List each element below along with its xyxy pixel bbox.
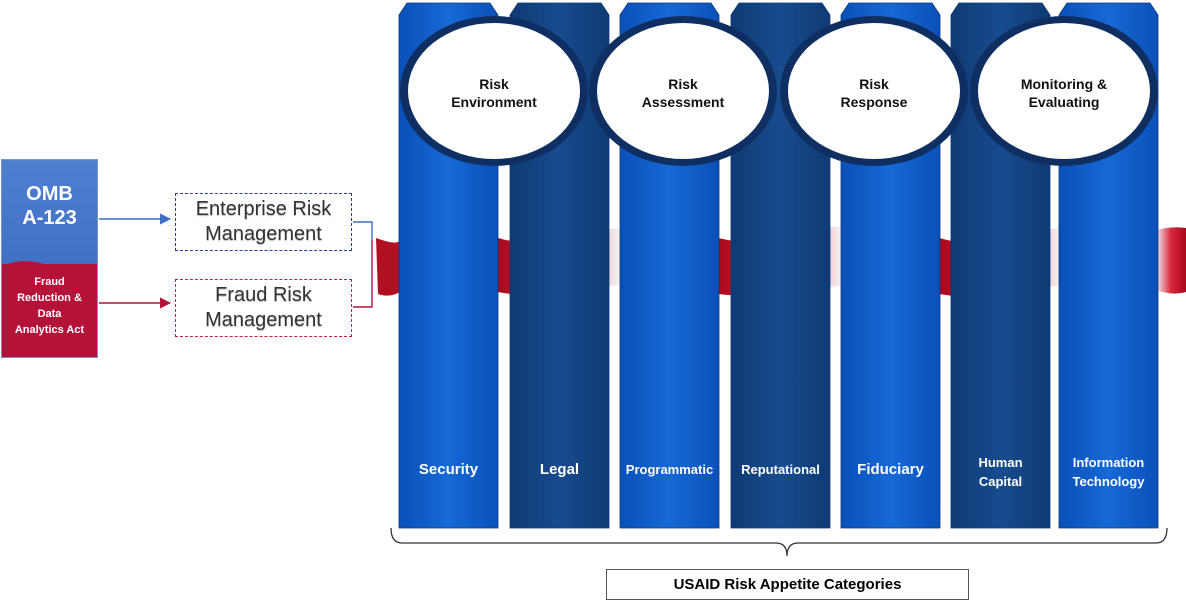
ribbon-segment xyxy=(1156,227,1186,294)
category-label: Legal xyxy=(540,461,579,478)
phase-label: Environment xyxy=(451,94,537,110)
category-label: Capital xyxy=(979,474,1022,489)
act-line: Data xyxy=(37,308,62,320)
phase-label: Risk xyxy=(479,76,509,92)
category-label: Reputational xyxy=(741,462,820,477)
fraud-act-label: Fraud Reduction & Data Analytics Act xyxy=(2,274,97,338)
category-label: Fiduciary xyxy=(857,461,924,478)
phase-label: Risk xyxy=(859,76,889,92)
category-label: Programmatic xyxy=(626,462,713,477)
wave-divider xyxy=(2,261,97,278)
fraud-act-panel xyxy=(2,264,97,357)
omb-panel xyxy=(2,160,97,278)
phase-label: Risk xyxy=(668,76,698,92)
erm-box: Enterprise Risk Management xyxy=(175,193,352,251)
frm-line: Management xyxy=(205,309,322,331)
frm-connector xyxy=(353,240,373,308)
erm-line: Management xyxy=(205,223,322,245)
category-label: Technology xyxy=(1073,474,1146,489)
act-line: Fraud xyxy=(34,276,65,288)
omb-line: OMB xyxy=(26,183,73,205)
omb-label: OMB A-123 xyxy=(2,182,97,230)
erm-line: Enterprise Risk xyxy=(195,198,332,220)
category-label: Human xyxy=(978,455,1022,470)
category-label: Security xyxy=(419,461,479,478)
source-box: OMB A-123 Fraud Reduction & Data Analyti… xyxy=(1,159,98,358)
phase-label: Response xyxy=(841,94,908,110)
omb-line: A-123 xyxy=(22,207,77,229)
frm-line: Fraud Risk xyxy=(215,284,312,306)
erm-connector xyxy=(353,221,373,240)
act-line: Reduction & xyxy=(17,292,82,304)
phase-label: Assessment xyxy=(642,94,725,110)
ribbon-segment xyxy=(376,238,400,296)
phase-ellipse: Monitoring & Evaluating xyxy=(970,16,1158,166)
frm-box: Fraud Risk Management xyxy=(175,279,352,337)
footer-caption: USAID Risk Appetite Categories xyxy=(606,569,969,600)
category-brace xyxy=(390,527,1168,557)
act-line: Analytics Act xyxy=(14,324,85,336)
category-label: Information xyxy=(1073,455,1145,470)
phase-label: Monitoring & xyxy=(1021,76,1107,92)
phase-label: Evaluating xyxy=(1029,94,1100,110)
